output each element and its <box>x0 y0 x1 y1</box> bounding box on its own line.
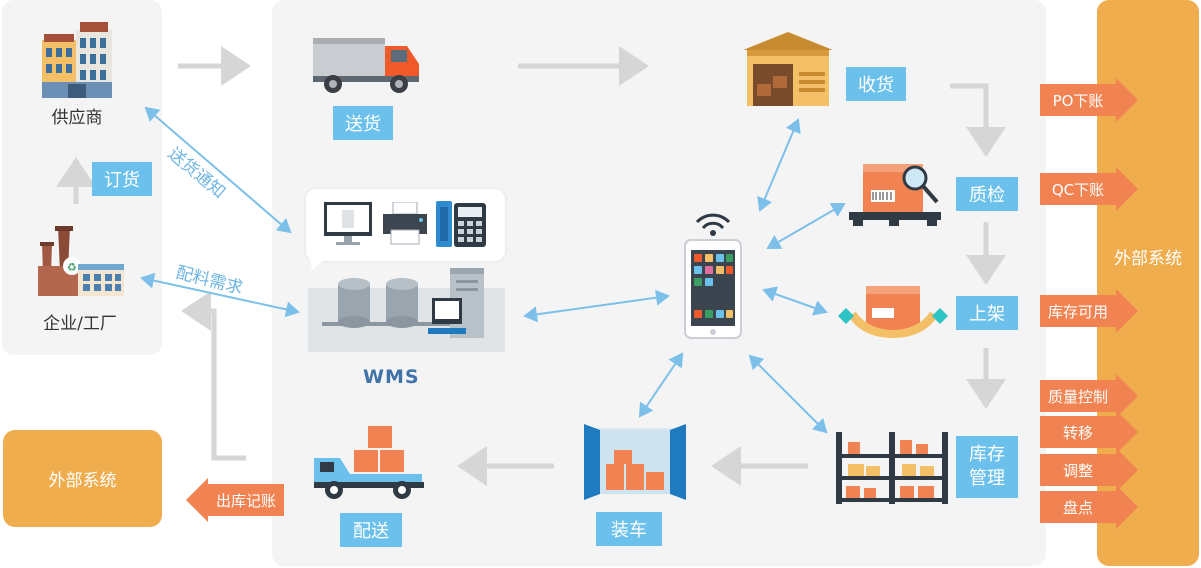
delivery-truck-icon <box>314 426 424 499</box>
smartphone-icon <box>684 213 742 339</box>
tag-qc-posting-label: QC下账 <box>1040 173 1116 205</box>
tag-inventory-available-label: 库存可用 <box>1040 295 1116 327</box>
tag-arrowhead <box>1116 289 1138 333</box>
tag-inventory-available: 库存可用 <box>1040 289 1138 333</box>
external-system-box-left: 外部系统 <box>3 430 162 527</box>
tag-arrowhead <box>1116 167 1138 211</box>
computer-icon <box>324 202 372 245</box>
outbound-posting-arrowhead <box>186 478 208 522</box>
container-icon <box>584 424 686 500</box>
inventory-label: 库存 管理 <box>956 436 1018 498</box>
inspection-box-icon <box>849 164 941 226</box>
link-arrow <box>638 352 684 418</box>
tag-arrowhead <box>1116 374 1138 418</box>
outbound-posting-tag: 出库记账 <box>186 478 284 522</box>
receive-label: 收货 <box>846 67 906 101</box>
building-icon <box>42 22 112 98</box>
tag-stocktake: 盘点 <box>1040 485 1138 529</box>
tag-quality-control-label: 质量控制 <box>1040 380 1116 412</box>
shelve-label: 上架 <box>956 296 1018 330</box>
server-icon <box>308 268 505 352</box>
truck-icon <box>313 38 419 93</box>
link-arrow <box>748 354 828 434</box>
external-system-label-right: 外部系统 <box>1114 249 1182 269</box>
supplier-label: 供应商 <box>51 108 103 128</box>
tag-transfer: 转移 <box>1040 410 1138 454</box>
order-label: 订货 <box>92 162 152 196</box>
factory-label: 企业/工厂 <box>43 314 117 334</box>
tag-quality-control: 质量控制 <box>1040 374 1138 418</box>
tag-adjust: 调整 <box>1040 448 1138 492</box>
link-arrow <box>144 106 292 234</box>
tag-stocktake-label: 盘点 <box>1040 491 1116 523</box>
qc-label: 质检 <box>956 177 1018 211</box>
inventory-label-text: 库存 管理 <box>969 444 1005 489</box>
link-arrow <box>523 289 670 323</box>
tag-transfer-label: 转移 <box>1040 416 1116 448</box>
shelving-box-icon <box>838 286 948 338</box>
link-arrow <box>140 272 300 318</box>
tag-arrowhead <box>1116 485 1138 529</box>
deliver-label: 送货 <box>333 106 393 140</box>
tag-po-posting: PO下账 <box>1040 78 1138 122</box>
tag-arrowhead <box>1116 448 1138 492</box>
tag-arrowhead <box>1116 78 1138 122</box>
tag-po-posting-label: PO下账 <box>1040 84 1116 116</box>
factory-icon: ♻ <box>38 226 124 296</box>
phone-icon <box>436 201 486 247</box>
tag-qc-posting: QC下账 <box>1040 167 1138 211</box>
card-pointer <box>310 258 326 270</box>
tag-arrowhead <box>1116 410 1138 454</box>
warehouse-icon <box>743 32 833 106</box>
tag-adjust-label: 调整 <box>1040 454 1116 486</box>
outbound-posting-body: 出库记账 <box>208 484 284 516</box>
link-arrow <box>766 202 846 250</box>
wms-label: WMS <box>363 366 420 388</box>
link-arrow <box>762 286 828 316</box>
flow-arrow <box>181 291 246 461</box>
shelves-icon <box>836 432 948 504</box>
printer-icon <box>383 202 427 245</box>
distribute-label: 配送 <box>340 513 402 547</box>
flow-arrow <box>950 83 1006 157</box>
svg-text:♻: ♻ <box>67 261 77 274</box>
loading-label: 装车 <box>596 512 662 546</box>
link-arrow <box>757 118 801 212</box>
